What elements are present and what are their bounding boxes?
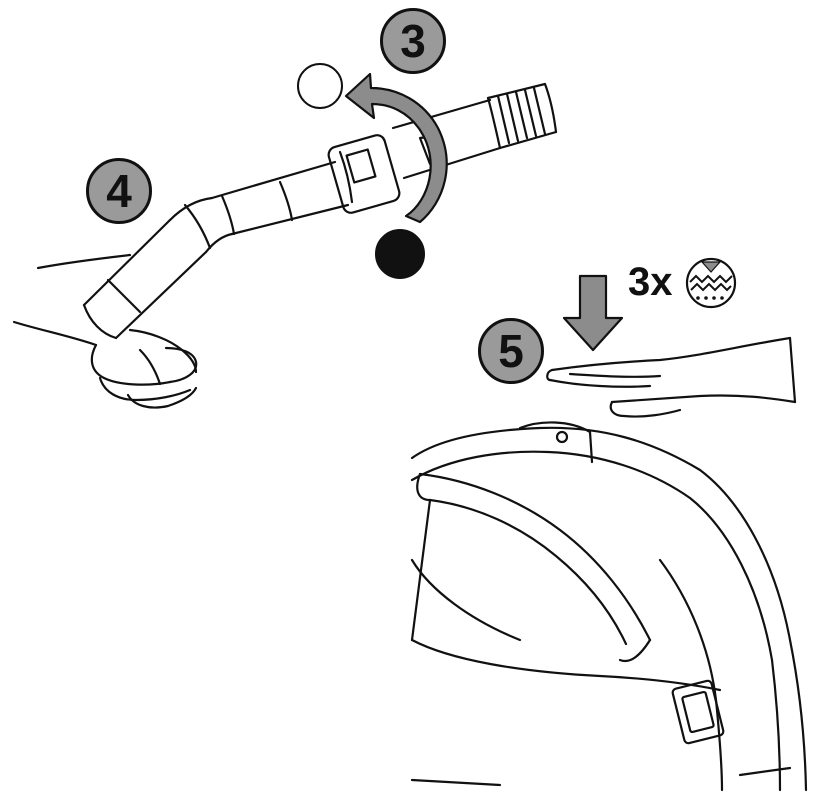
filled-circle-icon bbox=[375, 229, 425, 279]
open-circle-icon bbox=[297, 63, 343, 109]
curved-arrow-icon bbox=[344, 72, 448, 224]
press-button-icon bbox=[685, 257, 737, 309]
step-3-badge: 3 bbox=[380, 8, 446, 74]
vacuum-cleaner bbox=[410, 421, 808, 792]
step-5-badge: 5 bbox=[478, 318, 544, 384]
left-hand bbox=[12, 253, 198, 409]
step-4-badge: 4 bbox=[86, 158, 152, 224]
hose-pipe bbox=[82, 82, 558, 340]
down-arrow-icon bbox=[562, 274, 624, 352]
right-hand bbox=[546, 336, 797, 418]
repeat-count-label: 3x bbox=[628, 260, 673, 304]
